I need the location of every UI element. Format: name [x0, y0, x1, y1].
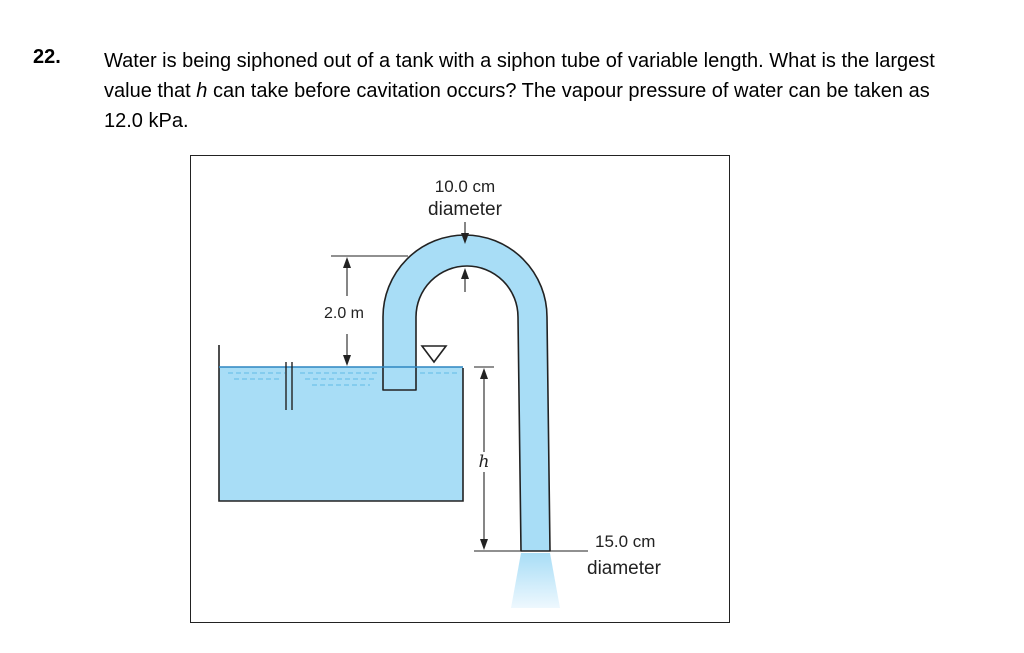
top-diameter-value: 10.0 cm: [435, 177, 495, 196]
arrow-up-2m: [343, 257, 351, 268]
h-label-bg: [477, 452, 491, 472]
h-label: h: [479, 452, 490, 472]
outlet-diameter-value: 15.0 cm: [595, 532, 655, 551]
problem-text-part2: can take before cavitation occurs? The v…: [104, 80, 930, 132]
outlet-spray: [511, 553, 560, 608]
h-arrow-up: [480, 368, 488, 379]
outlet-diameter-word: diameter: [587, 558, 662, 579]
top-arrow-down: [461, 233, 469, 244]
problem-text-part1: Water is being siphoned out of a tank wi…: [104, 50, 935, 102]
siphon-tube: [382, 234, 551, 552]
arrow-down-2m: [343, 355, 351, 366]
surface-dashes: [228, 372, 460, 386]
problem-text: Water is being siphoned out of a tank wi…: [104, 46, 964, 136]
tank-walls: [218, 345, 464, 502]
h-arrow-down: [480, 539, 488, 550]
tank-water: [219, 367, 463, 501]
top-diameter-word: diameter: [428, 199, 503, 220]
inner-arrow-up: [461, 268, 469, 279]
height-label: 2.0 m: [324, 305, 364, 322]
free-surface-triangle-icon: [420, 345, 448, 364]
problem-number: 22.: [33, 46, 61, 68]
problem-variable-h: h: [196, 80, 208, 102]
